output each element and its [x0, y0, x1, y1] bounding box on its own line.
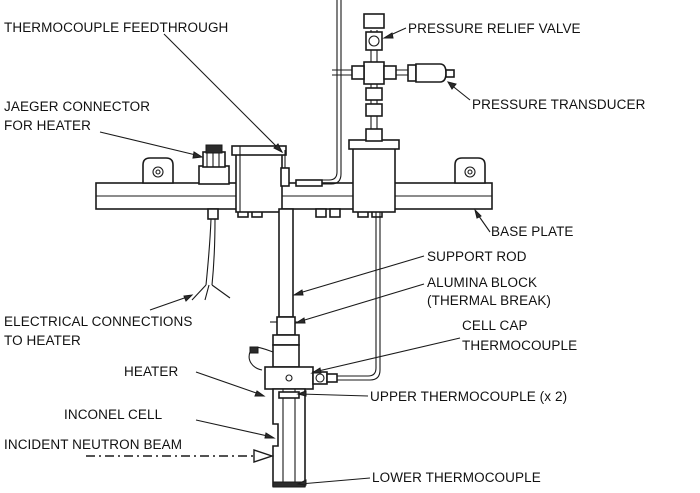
label-jaeger-connector-line1: JAEGER CONNECTOR: [4, 99, 150, 114]
electrical-cable: [191, 208, 231, 301]
label-electrical-connections-line2: TO HEATER: [4, 333, 81, 348]
vertical-tube: [322, 0, 342, 185]
inconel-cell: [272, 388, 306, 488]
feedthrough-fitting: [280, 150, 323, 187]
label-pressure-transducer: PRESSURE TRANSDUCER: [472, 97, 646, 112]
base-plate: [95, 157, 493, 218]
label-pressure-relief-valve: PRESSURE RELIEF VALVE: [408, 21, 581, 36]
leader-lines: [99, 27, 491, 486]
cell-cap-assembly: [248, 344, 338, 390]
label-incident-neutron-beam: INCIDENT NEUTRON BEAM: [4, 437, 182, 452]
labels: THERMOCOUPLE FEEDTHROUGH PRESSURE RELIEF…: [4, 20, 646, 485]
label-upper-thermocouple: UPPER THERMOCOUPLE (x 2): [370, 389, 567, 404]
valve-assembly: [332, 13, 455, 129]
jaeger-connector: [198, 144, 230, 185]
alumina-block: [270, 316, 302, 346]
neutron-beam-arrow: [86, 449, 275, 463]
cell-cap-thermocouple-lead: [337, 212, 381, 381]
label-cell-cap-line2: THERMOCOUPLE: [462, 338, 577, 353]
left-housing: [231, 145, 287, 213]
label-cell-cap-line1: CELL CAP: [462, 318, 528, 333]
label-jaeger-connector-line2: FOR HEATER: [4, 118, 91, 133]
label-lower-thermocouple: LOWER THERMOCOUPLE: [372, 470, 541, 485]
label-support-rod: SUPPORT ROD: [427, 249, 527, 264]
right-housing: [348, 128, 400, 213]
label-alumina-block-line2: (THERMAL BREAK): [427, 293, 551, 308]
label-electrical-connections-line1: ELECTRICAL CONNECTIONS: [4, 314, 192, 329]
label-thermocouple-feedthrough: THERMOCOUPLE FEEDTHROUGH: [4, 20, 228, 35]
support-rod: [278, 208, 294, 318]
label-base-plate: BASE PLATE: [491, 224, 574, 239]
label-heater: HEATER: [124, 364, 179, 379]
label-inconel-cell: INCONEL CELL: [64, 407, 163, 422]
label-alumina-block-line1: ALUMINA BLOCK: [427, 275, 537, 290]
